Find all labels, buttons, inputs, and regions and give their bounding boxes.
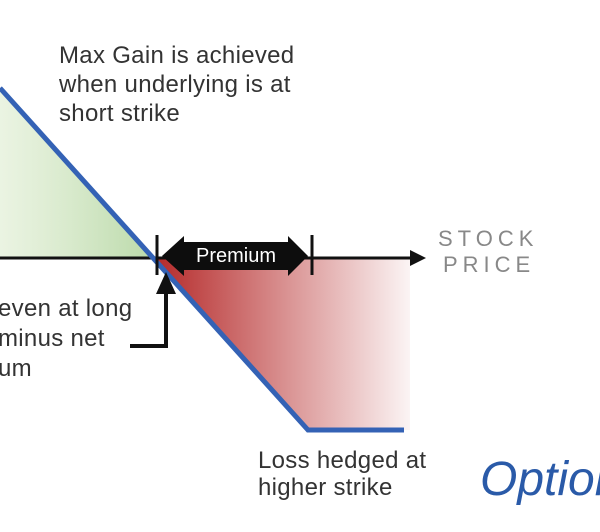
brand-logo: Option	[480, 453, 600, 506]
breakeven-pointer	[130, 292, 168, 348]
axis-label-line-1: STOCK	[438, 226, 538, 251]
loss-line-1: Loss hedged at	[258, 447, 426, 474]
loss-annotation: Loss hedged at higher strike	[258, 447, 433, 501]
payoff-line	[0, 86, 404, 433]
axis-label: STOCK PRICE	[438, 226, 550, 277]
loss-line-2: higher strike	[258, 474, 393, 501]
breakeven-arrowhead	[156, 272, 176, 294]
premium-arrow	[162, 236, 308, 276]
breakeven-line-2: minus net	[0, 325, 105, 352]
max-gain-line-1: Max Gain is achieved	[59, 42, 294, 69]
breakeven-line-1: even at long	[0, 295, 132, 322]
breakeven-annotation: even at long minus net um	[0, 295, 139, 382]
axis-label-line-2: PRICE	[443, 252, 535, 277]
max-gain-line-2: when underlying is at	[58, 71, 291, 98]
max-gain-annotation: Max Gain is achieved when underlying is …	[58, 42, 301, 127]
premium-label: Premium	[196, 245, 276, 267]
max-gain-line-3: short strike	[59, 100, 180, 127]
loss-region	[156, 258, 410, 430]
breakeven-line-3: um	[0, 355, 32, 382]
axis-arrowhead	[410, 250, 426, 266]
